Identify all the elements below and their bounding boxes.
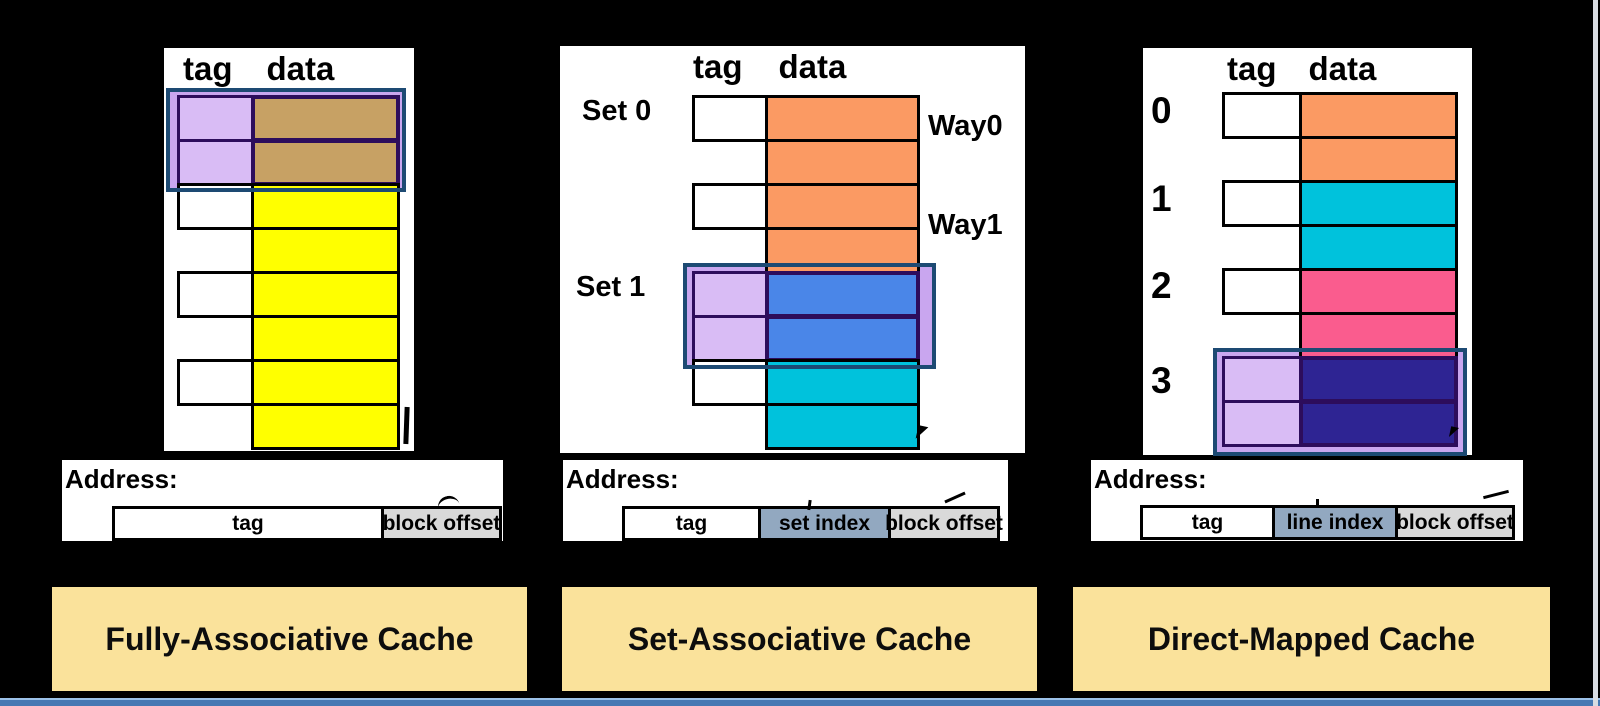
cache-row [1222, 180, 1458, 227]
column-headers: tag data [183, 50, 334, 88]
cache-row [177, 139, 400, 186]
cache-rows [177, 95, 400, 450]
cache-row [692, 315, 920, 362]
pen-mark-tick [1316, 499, 1319, 508]
cache-row [177, 359, 400, 406]
data-cell [765, 139, 920, 186]
direct-mapped-address-panel: Address: tag line index block offset [1091, 460, 1523, 541]
address-field-tag: tag [622, 506, 761, 541]
tag-cell [692, 95, 768, 142]
tag-cell [692, 315, 768, 362]
fully-associative-cache-panel: tag data [164, 48, 414, 451]
data-column-header: data [266, 50, 335, 87]
cache-row [177, 227, 400, 274]
tag-cell [692, 183, 768, 230]
cache-row [1222, 136, 1458, 183]
data-cell [765, 271, 920, 318]
address-field-tag: tag [112, 506, 384, 541]
cache-row [692, 183, 920, 230]
way0-label: Way0 [928, 110, 1003, 142]
cache-row [177, 271, 400, 318]
data-cell [1299, 268, 1458, 315]
line-index-2-label: 2 [1151, 265, 1172, 306]
window-right-edge [1593, 0, 1598, 706]
tag-cell [1222, 400, 1302, 447]
way1-label: Way1 [928, 209, 1003, 241]
data-cell [765, 403, 920, 450]
tag-cell [1222, 92, 1302, 139]
tag-cell [177, 95, 254, 142]
data-cell [251, 271, 400, 318]
column-headers: tag data [1227, 50, 1376, 88]
set-associative-address-panel: Address: tag set index block offset [563, 460, 1008, 541]
tag-cell [177, 359, 254, 406]
data-cell [765, 315, 920, 362]
data-cell [1299, 136, 1458, 183]
cache-row [1222, 92, 1458, 139]
address-field-block-offset: block offset [381, 506, 502, 541]
address-field-block-offset: block offset [1395, 505, 1515, 540]
highlight-outline-box [1213, 348, 1467, 456]
line-index-3-label: 3 [1151, 360, 1172, 401]
address-field-tag: tag [1140, 505, 1275, 540]
set1-label: Set 1 [576, 271, 646, 303]
address-bit-fields: tag block offset [112, 506, 502, 541]
address-bit-fields: tag line index block offset [1140, 505, 1515, 540]
data-cell [251, 227, 400, 274]
tag-column-header: tag [183, 50, 233, 87]
cache-row [692, 139, 920, 186]
highlight-outline-box [683, 263, 936, 369]
tag-cell [1222, 268, 1302, 315]
tag-cell [1222, 180, 1302, 227]
cache-row [692, 403, 920, 450]
tag-cell [177, 271, 254, 318]
data-cell [251, 403, 400, 450]
cache-row [1222, 224, 1458, 271]
data-cell [251, 359, 400, 406]
data-column-header: data [1308, 50, 1377, 87]
data-cell [1299, 92, 1458, 139]
address-label: Address: [65, 464, 178, 494]
set-associative-caption: Set-Associative Cache [562, 587, 1037, 691]
cache-rows [1222, 92, 1458, 447]
data-cell [251, 315, 400, 362]
address-field-block-offset: block offset [885, 506, 1003, 541]
cache-rows [692, 95, 920, 450]
fully-associative-caption: Fully-Associative Cache [52, 587, 527, 691]
cache-row [692, 271, 920, 318]
cache-row [177, 403, 400, 450]
data-cell [1299, 224, 1458, 271]
set-associative-cache-panel: tag data Set 0 Set 1 Way0 Way1 [560, 46, 1025, 453]
tag-column-header: tag [693, 48, 743, 85]
data-cell [765, 183, 920, 230]
line-index-1-label: 1 [1151, 178, 1172, 219]
address-field-line-index: line index [1272, 505, 1398, 540]
fully-associative-address-panel: Address: tag block offset [62, 460, 503, 541]
address-label: Address: [1094, 464, 1207, 494]
tag-column-header: tag [1227, 50, 1277, 87]
column-headers: tag data [693, 48, 846, 86]
highlight-outline-box [166, 88, 406, 192]
data-cell [765, 95, 920, 142]
direct-mapped-cache-panel: tag data 0 1 2 3 [1143, 48, 1472, 456]
address-label: Address: [566, 464, 679, 494]
cache-row [692, 95, 920, 142]
set0-label: Set 0 [582, 95, 652, 127]
window-bottom-border [0, 698, 1600, 706]
data-column-header: data [778, 48, 847, 85]
cache-row [1222, 400, 1458, 447]
cache-row [1222, 268, 1458, 315]
cache-row [177, 315, 400, 362]
line-index-0-label: 0 [1151, 90, 1172, 131]
address-field-set-index: set index [758, 506, 891, 541]
direct-mapped-caption: Direct-Mapped Cache [1073, 587, 1550, 691]
address-bit-fields: tag set index block offset [622, 506, 1003, 541]
data-cell [1299, 180, 1458, 227]
tag-cell [177, 139, 254, 186]
